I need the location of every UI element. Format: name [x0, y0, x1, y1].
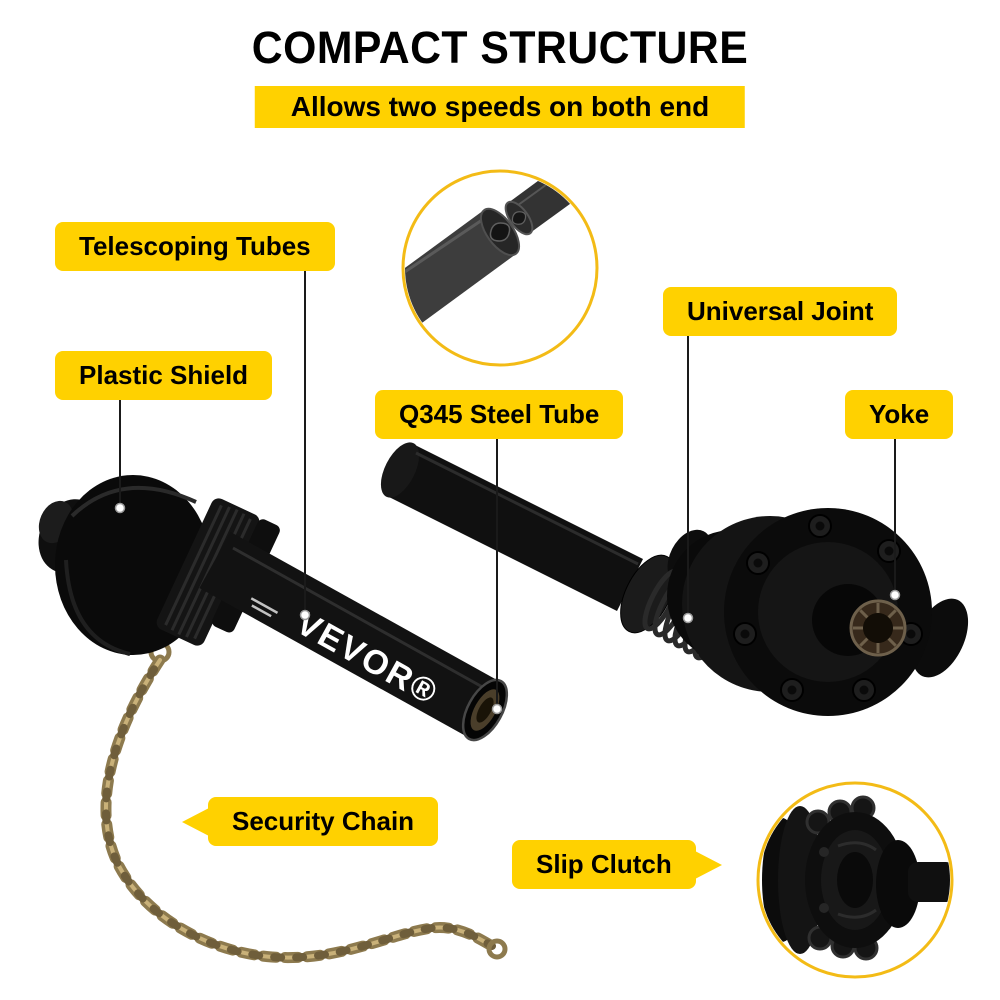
- callout-q345-steel-tube: Q345 Steel Tube: [375, 390, 624, 439]
- yoke-splined-bore: [849, 599, 907, 657]
- callout-plastic-shield-text: Plastic Shield: [79, 360, 249, 390]
- callout-plastic-shield: Plastic Shield: [55, 351, 273, 400]
- callout-lines: [119, 266, 896, 706]
- outer-tube-bore: [479, 207, 521, 257]
- subtitle-banner: Allows two speeds on both end: [254, 86, 746, 128]
- telescoping-detail-inset: [401, 169, 599, 367]
- pointer-right-icon: [694, 850, 722, 879]
- telescoping-tube-art: [199, 532, 501, 738]
- callout-telescoping-tubes-text: Telescoping Tubes: [79, 231, 311, 261]
- callout-telescoping-tubes: Telescoping Tubes: [55, 222, 335, 271]
- callout-security-chain: Security Chain: [182, 797, 439, 846]
- callout-yoke: Yoke: [845, 390, 954, 439]
- callout-universal-joint-text: Universal Joint: [687, 296, 874, 326]
- page-title: COMPACT STRUCTURE: [251, 22, 749, 73]
- callout-security-chain-text: Security Chain: [232, 806, 415, 836]
- shaft-markings: [250, 597, 279, 618]
- pointer-left-icon: [182, 807, 209, 836]
- tube-open-end: [461, 678, 509, 742]
- callout-slip-clutch: Slip Clutch: [512, 840, 722, 889]
- callout-slip-clutch-text: Slip Clutch: [536, 849, 672, 879]
- callout-yoke-text: Yoke: [869, 399, 930, 429]
- callout-dots: [114, 502, 901, 715]
- driveline-right: [380, 442, 969, 716]
- q345-steel-tube-art: [387, 444, 643, 611]
- callout-q345-steel-tube-text: Q345 Steel Tube: [399, 399, 600, 429]
- security-chain-art: [100, 640, 508, 964]
- callout-universal-joint: Universal Joint: [663, 287, 898, 336]
- inner-tube-end: [504, 200, 534, 236]
- slip-clutch-detail-inset: [756, 781, 954, 979]
